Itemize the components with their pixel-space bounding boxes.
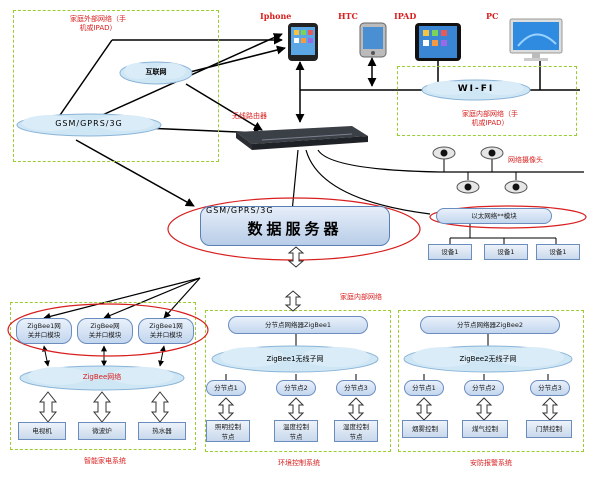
env-gateway: 分节点网络器ZigBee1 <box>228 316 368 334</box>
env-zigbee-label: ZigBee1无线子网 <box>266 355 324 363</box>
home-internal-network-label: 家庭内部网络 <box>340 293 382 301</box>
ipad-label: IPAD <box>394 11 417 21</box>
camera-icon-2 <box>480 146 504 160</box>
server-title: 数据服务器 <box>247 220 343 238</box>
environment-system-box <box>205 310 391 452</box>
security-control-door: 门禁控制 <box>526 420 572 438</box>
security-control-gas: 煤气控制 <box>462 420 508 438</box>
security-node-1: 分节点1 <box>404 380 444 396</box>
router-icon <box>236 126 368 150</box>
server-gsm-label: GSM/GPRS/3G <box>206 206 274 215</box>
security-node-3: 分节点3 <box>530 380 570 396</box>
external-network-label: 家庭外部网络（手 机或IPAD） <box>70 15 126 32</box>
internal-network-box <box>397 66 577 136</box>
iphone-label: Iphone <box>260 11 292 21</box>
security-control-smoke: 烟雾控制 <box>402 420 448 438</box>
appliance-water-heater: 热水器 <box>138 422 186 440</box>
camera-icon-3 <box>456 180 480 194</box>
pc-label: PC <box>486 11 499 21</box>
gsm-cloud-external <box>16 113 162 137</box>
appliance-microwave: 微波炉 <box>78 422 126 440</box>
appliance-highlight-ellipse <box>7 303 209 357</box>
camera-icon-1 <box>432 146 456 160</box>
appliance-system-box <box>10 302 196 450</box>
security-gateway: 分节点网络器ZigBee2 <box>420 316 560 334</box>
zigbee-module-1: ZigBee1网 关并口模块 <box>16 318 72 344</box>
security-system-box <box>398 310 584 452</box>
internet-cloud <box>119 61 193 85</box>
ethernet-highlight-ellipse <box>429 205 587 229</box>
ethernet-device-1: 设备1 <box>428 244 472 260</box>
env-node-1: 分节点1 <box>206 380 246 396</box>
server-down-arrow <box>287 246 305 268</box>
router-label: 无线路由器 <box>232 112 267 120</box>
pc-monitor-icon <box>509 18 563 61</box>
env-node-3: 分节点3 <box>336 380 376 396</box>
wifi-label: WI-FI <box>457 84 495 94</box>
security-system-caption: 安防报警系统 <box>470 459 512 467</box>
camera-label: 网络摄像头 <box>508 156 543 164</box>
env-control-lighting: 照明控制 节点 <box>206 420 250 442</box>
internal-network-arrow <box>284 290 302 312</box>
appliance-zigbee-label: ZigBee网络 <box>82 373 122 381</box>
internet-label: 互联网 <box>145 68 167 76</box>
env-node-2: 分节点2 <box>276 380 316 396</box>
gsm-label-external: GSM/GPRS/3G <box>55 119 123 128</box>
appliance-zigbee-cloud <box>19 365 185 391</box>
zigbee-module-3: ZigBee1网 关并口模块 <box>138 318 194 344</box>
zigbee-module-2: ZigBee网 关并口模块 <box>77 318 133 344</box>
ethernet-device-3: 设备1 <box>536 244 580 260</box>
htc-label: HTC <box>338 11 358 21</box>
iphone-icon <box>288 23 318 61</box>
ethernet-module: 以太网络**模块 <box>436 208 552 224</box>
env-control-temperature: 温度控制 节点 <box>274 420 318 442</box>
appliance-system-caption: 智能家电系统 <box>84 457 126 465</box>
env-control-humidity: 湿度控制 节点 <box>334 420 378 442</box>
security-zigbee-cloud <box>403 345 573 373</box>
camera-icon-4 <box>504 180 528 194</box>
ethernet-device-2: 设备1 <box>484 244 528 260</box>
wifi-cloud <box>421 79 531 101</box>
security-node-2: 分节点2 <box>464 380 504 396</box>
appliance-tv: 电视机 <box>18 422 66 440</box>
ipad-icon <box>415 23 461 61</box>
external-network-box <box>13 10 219 162</box>
internal-network-label: 家庭内部网络（手 机或IPAD） <box>462 110 518 127</box>
data-server-box <box>200 206 390 246</box>
env-zigbee-cloud <box>211 345 379 373</box>
security-zigbee-label: ZigBee2无线子网 <box>459 355 517 363</box>
htc-phone-icon <box>359 22 387 58</box>
env-system-caption: 环境控制系统 <box>278 459 320 467</box>
